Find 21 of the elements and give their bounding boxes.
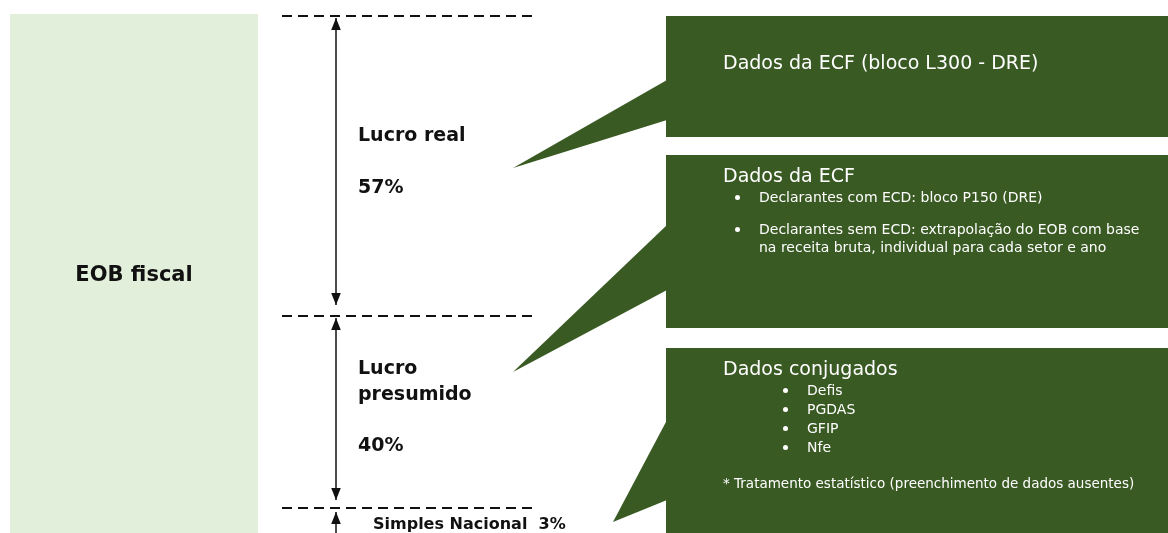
percentage: 40% [358,432,405,458]
bullet-item: Defis [807,380,843,400]
bar-title: EOB fiscal [75,261,193,286]
callout-heading: Dados da ECF (bloco L300 - DRE) [723,52,1040,74]
segment-name: Lucro presumido [358,355,473,406]
bullet-item: Declarantes sem ECD: extrapolação do EOB com base na receita bruta, individual para cada setor e ano [759,220,1141,257]
callout-pointer [513,80,667,168]
side-bar [10,14,258,533]
bullet-item: PGDAS [807,400,856,419]
percentage: 57% [358,173,405,199]
bullet-item: GFIP [807,419,839,438]
bullet-item: Declarantes com ECD: bloco P150 (DRE) [759,187,1043,207]
bullet-item: Nfe [807,438,831,457]
callout-heading: Dados da ECF [723,165,856,187]
callout-pointer [613,420,667,522]
callout-pointer [513,225,667,372]
callout-box [666,16,1168,137]
footnote: * Tratamento estatístico (preenchimento de dados ausentes) [723,474,1136,493]
segment-name: Lucro real [358,122,467,147]
callout-heading: Dados conjugados [723,358,899,380]
segment-name: Simples Nacional 3% [373,515,567,533]
